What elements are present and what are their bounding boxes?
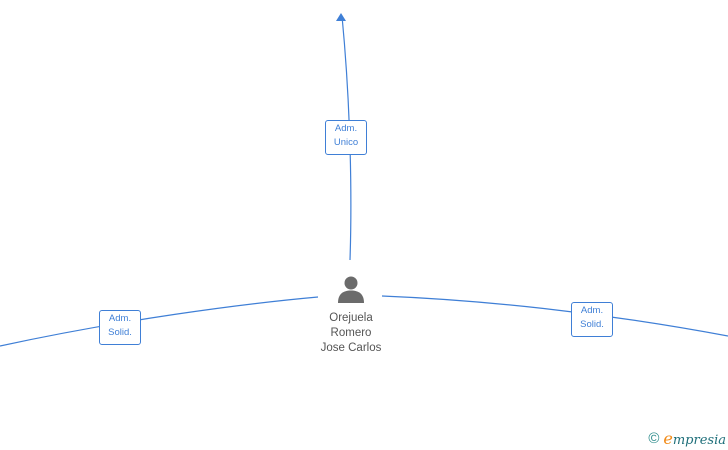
- edge-label-left-line2: Solid.: [108, 327, 132, 338]
- copyright-icon: ©: [648, 429, 660, 447]
- person-icon: [338, 276, 364, 303]
- person-node[interactable]: Orejuela Romero Jose Carlos: [310, 274, 392, 356]
- person-name-line2: Romero: [330, 327, 372, 339]
- edge-label-right-line2: Solid.: [580, 319, 604, 330]
- edge-label-top-line2: Unico: [333, 137, 359, 148]
- edge-label-right-line1: Adm.: [580, 305, 604, 316]
- brand-rest: mpresia: [672, 432, 726, 448]
- edge-line-left: [0, 296, 319, 347]
- footer-brand: © empresia: [648, 428, 726, 448]
- person-name-line1: Orejuela: [329, 312, 373, 324]
- edge-label-top-line1: Adm.: [334, 123, 358, 134]
- edge-label-right[interactable]: Adm. Solid.: [571, 302, 613, 337]
- brand-initial: e: [663, 428, 673, 448]
- person-name-line3: Jose Carlos: [320, 342, 382, 354]
- brand-logo: empresia: [663, 429, 726, 448]
- edge-label-top[interactable]: Adm. Unico: [325, 120, 367, 155]
- person-name[interactable]: Orejuela Romero Jose Carlos: [310, 311, 392, 356]
- edge-arrowhead-top: [336, 13, 346, 21]
- edge-line-right: [381, 295, 728, 337]
- edge-label-left-line1: Adm.: [108, 313, 132, 324]
- edge-label-left[interactable]: Adm. Solid.: [99, 310, 141, 345]
